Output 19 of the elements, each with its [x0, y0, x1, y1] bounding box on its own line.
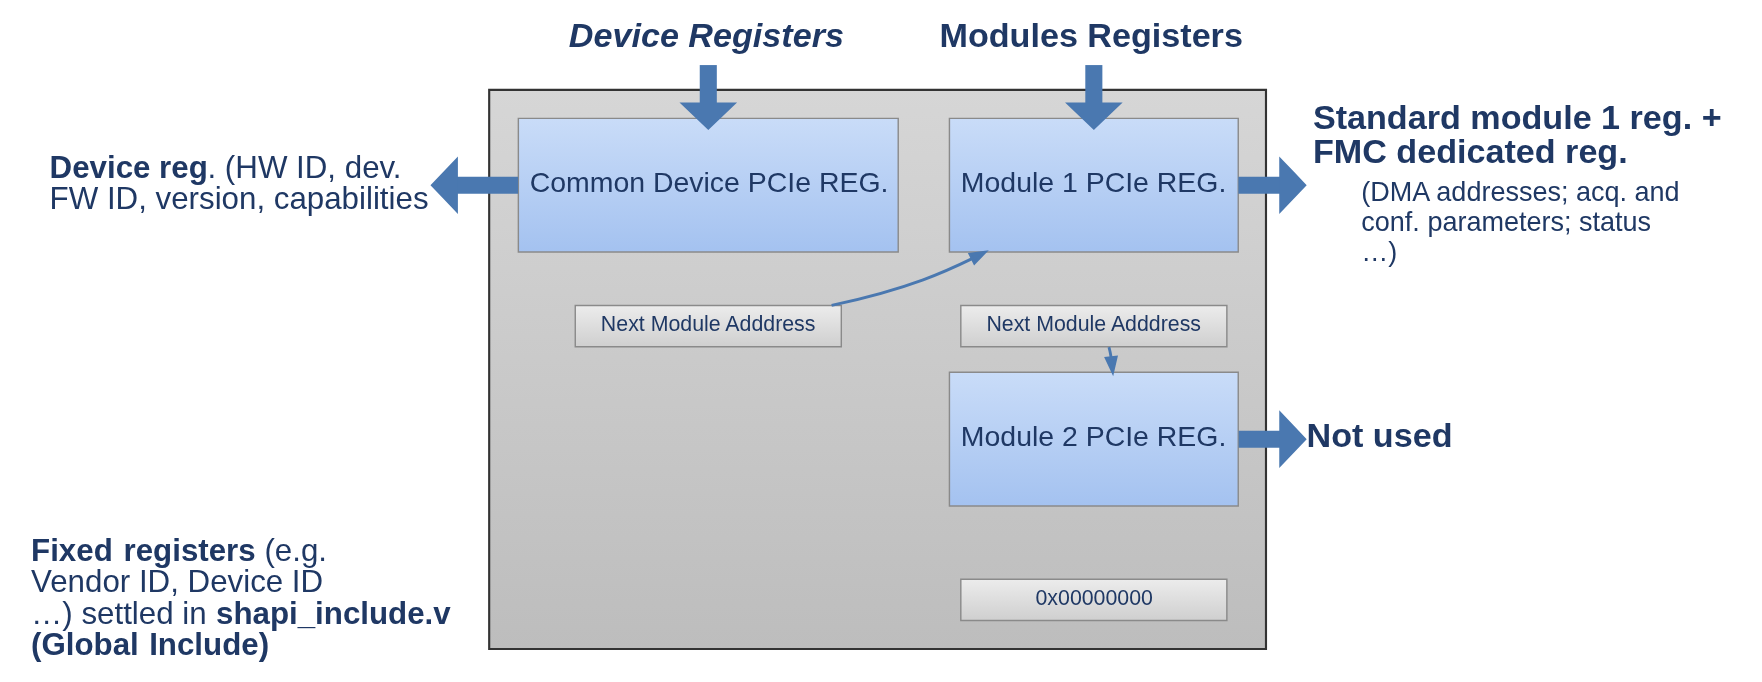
arrow: [429, 156, 518, 215]
node-box: 0x00000000: [959, 578, 1228, 622]
label: Fixed registers (e.g. Vendor ID, Device ID …) settled in shapi_include.v (Global Include): [30, 532, 451, 662]
arrow: [830, 250, 989, 307]
arrow: [679, 65, 737, 130]
node-text: Device reg. (HW ID, dev. FW ID, version, capabilities: [49, 149, 429, 216]
node-box: Module 1 PCIe REG.: [948, 117, 1239, 253]
node-box: Next Module Adddress: [959, 304, 1228, 348]
node-box: Next Module Adddress: [574, 304, 842, 348]
node-box: Common Device PCIe REG.: [517, 117, 899, 253]
node-box: Module 2 PCIe REG.: [948, 371, 1239, 507]
node-text: Device Registers: [568, 15, 844, 54]
cluster: [487, 88, 1267, 651]
node-text: Not used: [1306, 415, 1453, 454]
node-text: Modules Registers: [938, 15, 1243, 54]
arrow: [1064, 65, 1123, 130]
arrow: [1237, 156, 1307, 214]
node-text: Standard module 1 reg. + FMC dedicated reg. (DMA addresses; acq. and conf. parameters; status …): [1312, 97, 1722, 267]
arrow: [1238, 410, 1307, 468]
